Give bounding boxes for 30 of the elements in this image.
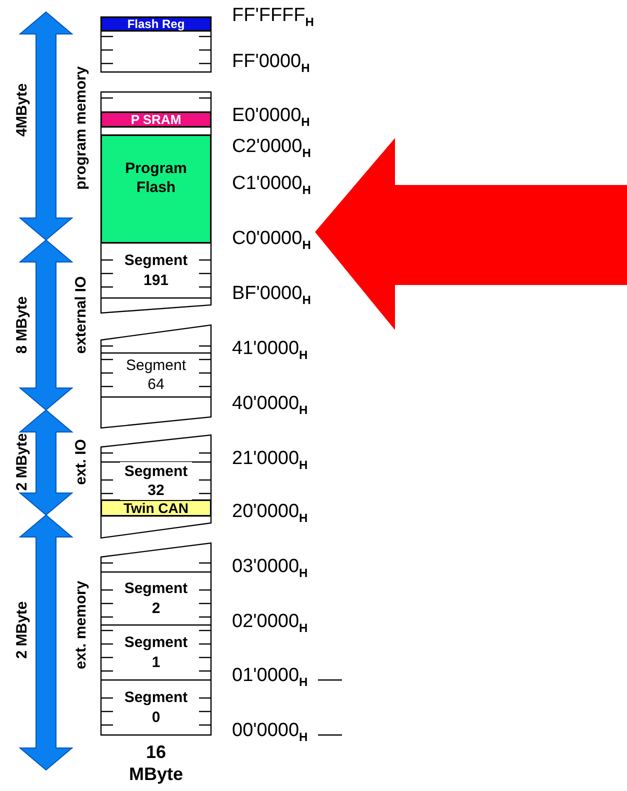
region-label: 2 MByte (14, 433, 30, 491)
address-label: E0'0000$_{H}$ (232, 105, 310, 129)
region-label: ext. memory (72, 580, 90, 670)
address-label: 20'0000$_{H}$ (232, 501, 308, 525)
address-label: 41'0000$_{H}$ (232, 338, 308, 362)
address-label: 21'0000$_{H}$ (232, 448, 308, 472)
region-label: 8 MByte (14, 296, 30, 354)
address-label: 40'0000$_{H}$ (232, 393, 308, 417)
address-label: BF'0000$_{H}$ (232, 283, 311, 307)
memory-block: Twin CAN (101, 500, 211, 516)
address-label: C2'0000$_{H}$ (232, 136, 311, 160)
size-label: 16 MByte (128, 741, 184, 785)
memory-block: Flash Reg (101, 17, 211, 31)
pointer-arrow (315, 138, 627, 330)
memory-block: Program Flash (101, 135, 211, 243)
segment-label: Segment 32 (120, 462, 192, 500)
address-label: 01'0000$_{H}$ (232, 665, 308, 689)
address-label: C1'0000$_{H}$ (232, 173, 311, 197)
address-label: 03'0000$_{H}$ (232, 556, 308, 580)
memory-block: P SRAM (101, 112, 211, 127)
address-label: 02'0000$_{H}$ (232, 611, 308, 635)
address-label: FF'FFFF$_{H}$ (232, 5, 314, 29)
region-label: 2 MByte (14, 601, 30, 659)
region-label: ext. IO (72, 439, 90, 485)
address-label: C0'0000$_{H}$ (232, 228, 311, 252)
region-label: 4MByte (14, 83, 30, 137)
address-label: 00'0000$_{H}$ (232, 720, 308, 744)
region-label: program memory (72, 66, 90, 190)
region-label: external IO (72, 276, 90, 354)
address-label: FF'0000$_{H}$ (232, 51, 310, 75)
